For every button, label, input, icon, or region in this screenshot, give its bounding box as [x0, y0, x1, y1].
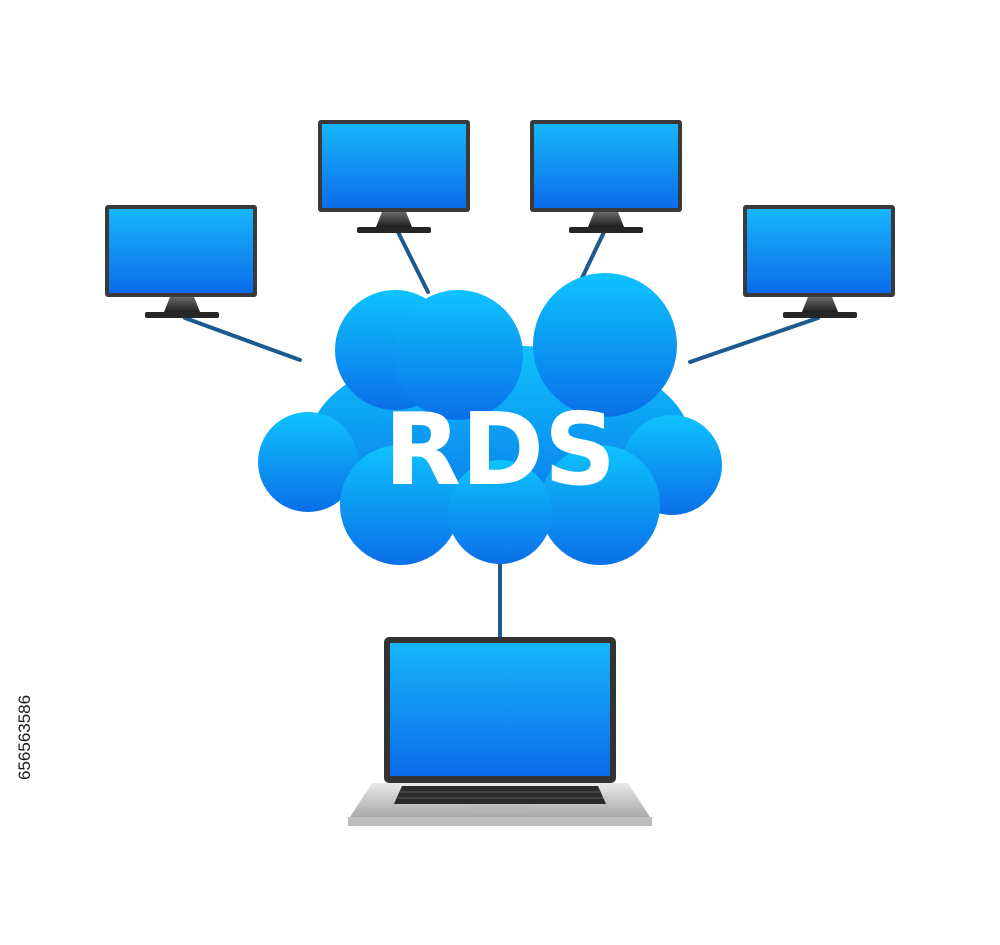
- connector-monitor-1: [183, 316, 302, 362]
- stock-id-watermark: 656563586: [15, 695, 34, 780]
- rds-cloud: RDS: [258, 273, 722, 565]
- monitor-1: [105, 205, 257, 318]
- monitor-3: [530, 120, 682, 233]
- monitor-2: [318, 120, 470, 233]
- connectors: [183, 230, 820, 642]
- monitor-4: [743, 205, 895, 318]
- connector-monitor-4: [688, 316, 820, 364]
- laptop-keyboard: [394, 786, 606, 804]
- connector-monitor-3: [580, 230, 606, 280]
- laptop: [348, 637, 652, 826]
- cloud-label: RDS: [384, 391, 616, 508]
- connector-monitor-2: [396, 230, 430, 294]
